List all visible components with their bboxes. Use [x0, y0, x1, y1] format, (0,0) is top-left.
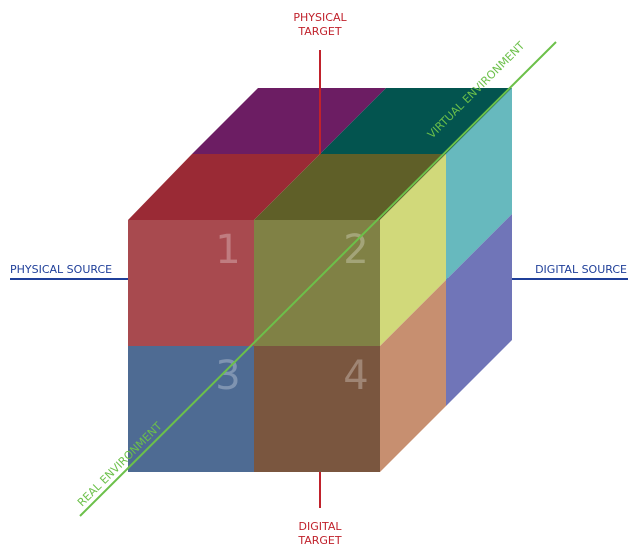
- digital-target-label-line1: DIGITAL: [298, 520, 342, 533]
- side-face-back-bottom: [446, 214, 512, 406]
- physical-target-label-line2: TARGET: [297, 25, 342, 38]
- front-cell-2: [254, 220, 380, 346]
- side-face-front-top: [380, 154, 446, 346]
- top-face-back-left: [192, 88, 386, 154]
- top-face-front-right: [254, 154, 446, 220]
- top-face-front-left: [128, 154, 320, 220]
- side-face-back-top: [446, 88, 512, 280]
- top-face-back-right: [320, 88, 512, 154]
- digital-target-label-line2: TARGET: [297, 534, 342, 546]
- environment-axis-line: [79, 41, 557, 517]
- cell-number-1: 1: [215, 227, 240, 273]
- side-face-front-bottom: [380, 280, 446, 472]
- front-cell-4: [254, 346, 380, 472]
- physical-source-label: PHYSICAL SOURCE: [10, 263, 112, 276]
- cell-number-4: 4: [343, 353, 368, 399]
- digital-source-label: DIGITAL SOURCE: [535, 263, 627, 276]
- front-cell-1: [128, 220, 254, 346]
- physical-target-label-line1: PHYSICAL: [293, 11, 347, 24]
- front-cell-3: [128, 346, 254, 472]
